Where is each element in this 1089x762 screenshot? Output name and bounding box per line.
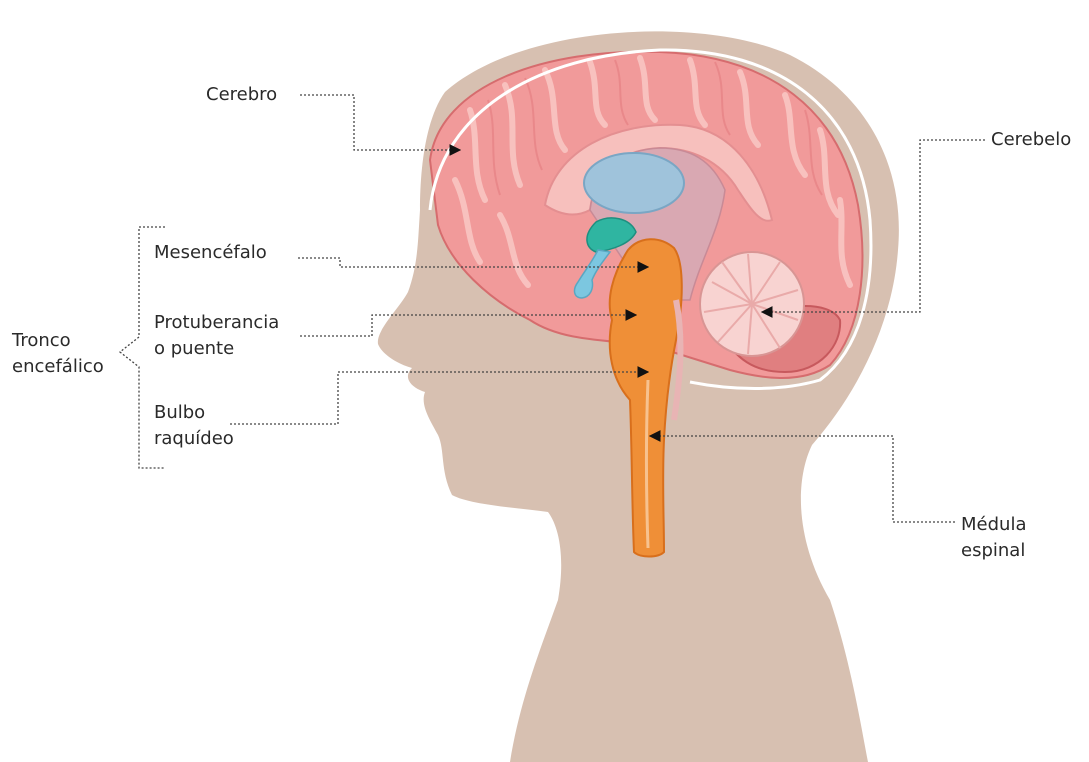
label-cerebelo: Cerebelo (991, 127, 1071, 153)
spinal-cord-edge (647, 380, 649, 548)
label-cerebro: Cerebro (206, 82, 277, 108)
label-mesencefalo: Mesencéfalo (154, 240, 267, 266)
ventricle (584, 153, 684, 213)
label-protuberancia: Protuberancia o puente (154, 310, 279, 362)
label-tronco: Tronco encefálico (12, 328, 104, 380)
label-bulbo: Bulbo raquídeo (154, 400, 234, 452)
label-medula: Médula espinal (961, 512, 1026, 564)
